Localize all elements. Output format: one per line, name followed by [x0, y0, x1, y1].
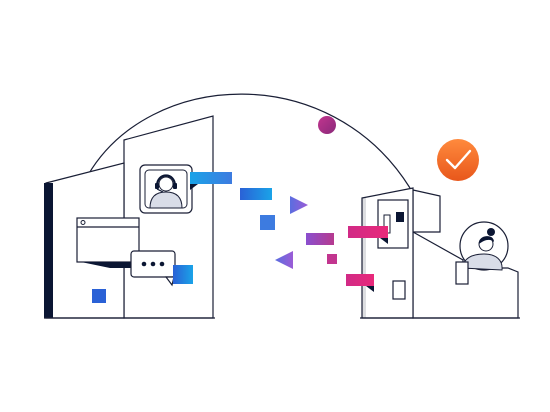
agent-head — [158, 176, 174, 192]
left-building-tower — [123, 115, 214, 319]
right-building-annex — [412, 189, 441, 233]
chat-bubble-icon — [130, 250, 193, 287]
document-icon — [377, 199, 409, 249]
flow-bar-pink-bottom — [346, 274, 374, 286]
customer-body — [461, 253, 503, 271]
agent-avatar — [139, 164, 193, 214]
flow-square-magenta — [327, 254, 337, 264]
left-building-edge — [44, 183, 53, 318]
flow-bar-pink-top — [348, 226, 388, 238]
flow-bar-purple — [306, 233, 334, 245]
flow-bar-cyan — [190, 172, 232, 184]
headset-icon — [155, 174, 177, 187]
door-icon — [392, 280, 406, 300]
browser-window-icon — [76, 217, 140, 268]
customer-hair — [478, 236, 494, 244]
flow-bar-blue — [240, 188, 272, 200]
connection-arc — [87, 93, 411, 189]
left-building — [44, 115, 215, 319]
flow-square-blue — [260, 215, 275, 230]
agent-body — [149, 191, 183, 209]
customer-avatar — [455, 221, 509, 285]
arc-node-icon — [318, 116, 336, 134]
play-arrow-right-icon — [290, 196, 308, 214]
play-arrow-left-icon — [275, 251, 293, 269]
checkmark-icon — [445, 149, 472, 170]
success-badge — [437, 139, 479, 181]
blue-square-icon — [92, 289, 106, 303]
